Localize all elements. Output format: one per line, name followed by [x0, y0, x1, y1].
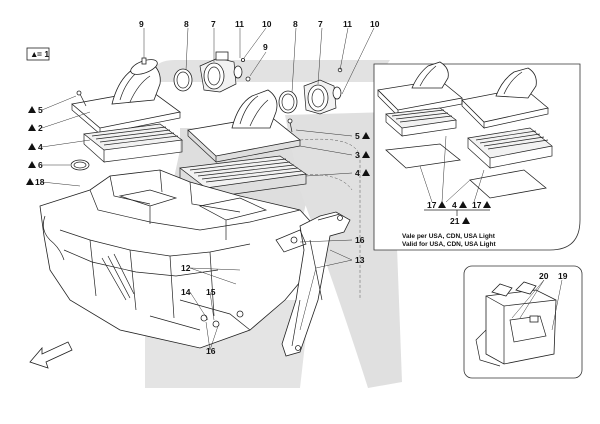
callout-11-top-left: 11 [235, 19, 244, 29]
callout-5-right: 5 [355, 131, 360, 141]
callout-12: 12 [181, 263, 191, 273]
mass-air-flow-sensor-left [141, 51, 251, 93]
callout-4-inset: 4 [452, 200, 457, 210]
inset-detail-filter-housing [463, 265, 583, 379]
callout-9-screw: 9 [263, 42, 268, 52]
cover-usa-left [377, 61, 463, 117]
callout-16-bottom: 16 [206, 346, 216, 356]
bracket-assembly [275, 211, 351, 357]
callout-13: 13 [355, 255, 365, 265]
callout-2-left: 2 [38, 123, 43, 133]
callout-3-right: 3 [355, 150, 360, 160]
screw-left [76, 90, 87, 107]
callout-4-left: 4 [38, 142, 43, 152]
callout-7-top-left: 7 [211, 19, 216, 29]
callout-10-top-left: 10 [262, 19, 272, 29]
foam-pad-usa-right [469, 169, 547, 199]
callout-8-top-middle: 8 [293, 19, 298, 29]
validity-note: Vale per USA, CDN, USA Light Valid for U… [402, 233, 496, 248]
callout-labels: 9 8 7 11 10 9 8 7 11 10 5 2 4 6 18 5 3 4… [26, 19, 568, 356]
callout-5-left: 5 [38, 105, 43, 115]
callout-11-top-middle: 11 [343, 19, 352, 29]
callout-8-top-left: 8 [184, 19, 189, 29]
direction-arrow [29, 341, 73, 369]
note-line-italian: Vale per USA, CDN, USA Light [402, 233, 496, 240]
callout-9-top-left: 9 [139, 19, 144, 29]
callout-10-top-middle: 10 [370, 19, 380, 29]
foam-pad-usa-left [385, 143, 461, 169]
callout-17-inset-right: 17 [472, 200, 482, 210]
callout-17-inset-left: 17 [427, 200, 437, 210]
callout-16-right: 16 [355, 235, 365, 245]
callout-21-inset: 21 [450, 216, 460, 226]
callout-20: 20 [539, 271, 549, 281]
callout-7-top-middle: 7 [318, 19, 323, 29]
legend-label: = 1 [37, 49, 49, 59]
callout-18-left: 18 [35, 177, 45, 187]
callout-19: 19 [558, 271, 568, 281]
air-box-cover-left [71, 59, 181, 135]
seal-ring-left [70, 159, 90, 171]
inset-usa-version [373, 61, 581, 251]
callout-15: 15 [206, 287, 216, 297]
callout-6-left: 6 [38, 160, 43, 170]
note-line-english: Valid for USA, CDN, USA Light [402, 241, 496, 248]
callout-14: 14 [181, 287, 191, 297]
filter-usa-right [467, 127, 553, 169]
filter-usa-left [385, 107, 457, 137]
cover-usa-right [461, 67, 549, 129]
mass-air-flow-sensor-middle [187, 67, 343, 163]
leader-lines [41, 27, 375, 351]
legend-symbol: ▲ [30, 49, 38, 59]
filter-element-left [83, 123, 183, 163]
callout-4-right: 4 [355, 168, 360, 178]
legend-box: ▲ = 1 [26, 47, 50, 61]
